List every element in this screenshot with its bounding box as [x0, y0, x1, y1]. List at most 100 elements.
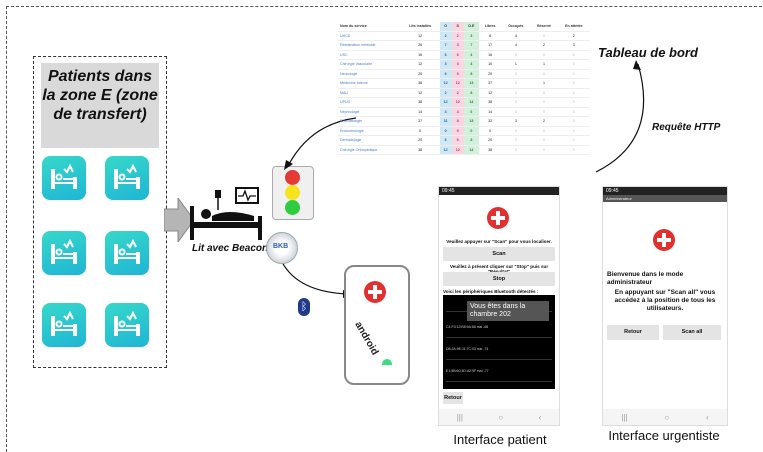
dashboard-column-header: O	[439, 22, 452, 32]
dashboard-cell: 0	[530, 107, 558, 117]
dashboard-cell: 4	[463, 50, 479, 60]
dashboard-cell: 13	[463, 78, 479, 89]
dashboard-cell: Chirurgie Vasculaire	[338, 59, 401, 70]
bluetooth-icon: ᛒ	[298, 298, 310, 316]
dashboard-cell: 0	[501, 107, 531, 117]
bed-icon	[105, 231, 149, 275]
traffic-light-icon	[272, 166, 314, 220]
dashboard-cell: 0	[557, 88, 590, 98]
scan-button[interactable]: Scan	[443, 247, 555, 261]
dashboard-cell: 37	[478, 78, 502, 89]
dashboard-cell: 0	[557, 126, 590, 136]
beacon-device-icon: BKB	[266, 232, 298, 264]
dashboard-cell: 11	[439, 116, 452, 127]
arrow-http-request	[595, 60, 645, 173]
home-icon[interactable]: ○	[498, 412, 504, 422]
dashboard-cell: 8	[463, 88, 479, 98]
dashboard-cell: 6	[451, 69, 464, 79]
urgentist-back-button[interactable]: Retour	[607, 325, 659, 340]
dashboard-cell: 12	[439, 97, 452, 108]
back-icon[interactable]: ‹	[705, 412, 709, 422]
dashboard-cell: 12	[478, 88, 502, 98]
stop-button[interactable]: Stop	[443, 272, 555, 286]
device-entry[interactable]: C4:F3:12:B5:9A:66 rssi -68	[446, 325, 552, 338]
dashboard-cell: 2	[439, 31, 452, 41]
devices-label: Voici les périphériques Bluetooth détect…	[443, 289, 539, 294]
dashboard-cell: 1	[530, 78, 558, 89]
bed-icon	[105, 156, 149, 200]
scan-all-button[interactable]: Scan all	[663, 325, 721, 340]
dashboard-cell: 4	[463, 59, 479, 70]
home-icon[interactable]: ○	[664, 412, 670, 422]
device-entry[interactable]: E1:5B:60:3D:A2:9F rssi -77	[446, 369, 552, 382]
patient-app-logo-icon	[487, 207, 509, 229]
dashboard-cell: 0	[530, 88, 558, 98]
dashboard-cell: 6	[451, 50, 464, 60]
yellow-light	[285, 185, 300, 200]
dashboard-cell: 38	[400, 78, 440, 89]
patient-instruction-2: Veuillez à présent cliquer sur "Stop" pu…	[449, 264, 549, 274]
dashboard-cell: Néphrologie	[338, 107, 401, 117]
dashboard-cell: 0	[530, 135, 558, 146]
dashboard-column-header: En attente	[557, 22, 590, 32]
dashboard-cell: 4	[439, 107, 452, 117]
dashboard-cell: 0	[557, 116, 590, 127]
patient-back-button[interactable]: Retour	[443, 392, 463, 404]
android-phone: android	[344, 265, 410, 385]
dashboard-cell: 0	[530, 31, 558, 41]
diagram-frame	[6, 6, 762, 452]
dashboard-cell: 26	[400, 40, 440, 51]
dashboard-cell: 0	[463, 126, 479, 136]
dashboard-cell: 16	[400, 50, 440, 60]
dashboard-cell: 7	[439, 40, 452, 51]
dashboard-cell: 6	[439, 50, 452, 60]
dashboard-cell: 14	[463, 97, 479, 108]
dashboard-cell: 0	[557, 59, 590, 70]
dashboard-cell: MAU	[338, 88, 401, 98]
dashboard-cell: 17	[478, 40, 502, 51]
green-light	[285, 200, 300, 215]
patient-instruction-1: Veuillez appuyer sur "Scan" pour vous lo…	[446, 239, 552, 244]
dashboard-cell: 0	[439, 126, 452, 136]
dashboard-cell: 3	[451, 59, 464, 70]
dashboard-column-header: Libres	[478, 22, 502, 32]
dashboard-cell: 2	[451, 88, 464, 98]
dashboard-cell: 0	[501, 145, 531, 155]
dashboard-cell: Rhumatologie	[338, 116, 401, 127]
dashboard-cell: 20	[478, 69, 502, 79]
recent-apps-icon[interactable]: |||	[621, 412, 628, 422]
dashboard-cell: 20	[400, 69, 440, 79]
recent-apps-icon[interactable]: |||	[456, 412, 463, 422]
dashboard-cell: 3	[439, 59, 452, 70]
dashboard-cell: Dermatologie	[338, 135, 401, 146]
beacon-brand: BKB	[273, 243, 289, 250]
bed-label: Lit avec Beacon	[192, 243, 269, 254]
dashboard-cell: 0	[501, 78, 531, 89]
dashboard-cell: 2	[451, 31, 464, 41]
back-icon[interactable]: ‹	[538, 412, 542, 422]
dashboard-cell: 0	[501, 50, 531, 60]
zone-title: Patients dans la zone E (zone de transfe…	[41, 63, 159, 148]
dashboard-cell: 6	[478, 31, 502, 41]
urgentist-screen: 09:45 Administrateur Bienvenue dans le m…	[602, 186, 728, 426]
dashboard-cell: 0	[557, 78, 590, 89]
dashboard-cell: USC	[338, 50, 401, 60]
dashboard-cell: 7	[463, 40, 479, 51]
dashboard-cell: 38	[478, 97, 502, 108]
dashboard-column-header: S	[451, 22, 464, 32]
dashboard-cell: 16	[478, 50, 502, 60]
dashboard-cell: 38	[478, 145, 502, 155]
device-entry[interactable]: D8:2A:9E:11:7C:03 rssi -74	[446, 347, 552, 360]
dashboard-cell: UPUG	[338, 97, 401, 108]
welcome-text: Bienvenue dans le mode administrateur	[607, 271, 684, 286]
dashboard-column-header: Réservé	[530, 22, 558, 32]
dashboard-cell: 20	[478, 135, 502, 146]
